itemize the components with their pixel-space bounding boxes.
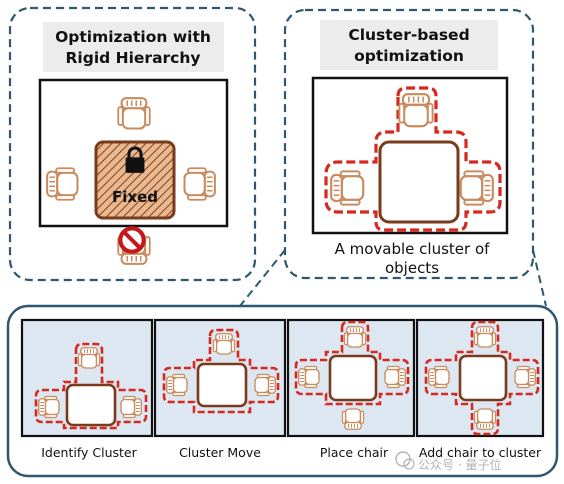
step-label-identify-cluster: Identify Cluster bbox=[41, 445, 137, 460]
table-icon bbox=[458, 354, 508, 402]
fixed-label: Fixed bbox=[112, 188, 158, 206]
right-panel-caption-line1: A movable cluster of bbox=[335, 240, 491, 258]
step-label-cluster-move: Cluster Move bbox=[179, 445, 261, 460]
chair-top bbox=[117, 97, 151, 130]
chair-icon bbox=[77, 347, 101, 369]
chair-icon bbox=[254, 373, 276, 397]
chair-icon bbox=[298, 365, 320, 389]
fixed-table bbox=[94, 140, 176, 220]
steps-panel: Identify Cluster Cluster Move Place chai… bbox=[6, 304, 559, 478]
chair-icon bbox=[120, 395, 142, 419]
chair-left bbox=[330, 170, 365, 206]
chair-icon bbox=[343, 326, 367, 348]
step-cluster-move bbox=[153, 318, 287, 438]
placed-chair-icon bbox=[341, 408, 365, 430]
table-icon bbox=[328, 354, 378, 402]
table-icon bbox=[196, 362, 248, 408]
movable-table bbox=[378, 140, 460, 224]
left-panel-title-line1: Optimization with bbox=[55, 28, 211, 46]
zoom-connector-right bbox=[532, 249, 547, 307]
added-chair-icon bbox=[473, 408, 497, 430]
watermark: 公众号 · 量子位 bbox=[395, 451, 501, 472]
right-panel-caption-line2: objects bbox=[385, 259, 439, 277]
chair-icon bbox=[473, 326, 497, 348]
cluster-outline bbox=[294, 320, 410, 406]
watermark-text: 公众号 · 量子位 bbox=[418, 457, 501, 472]
chair-left bbox=[46, 167, 79, 201]
zoom-connector-left bbox=[239, 249, 286, 307]
table-icon bbox=[65, 383, 117, 427]
step-label-add-chair-to-cluster: Add chair to cluster bbox=[419, 445, 542, 460]
cluster-outline bbox=[324, 86, 502, 232]
chair-right bbox=[183, 167, 216, 201]
rigid-hierarchy-panel: Optimization with Rigid Hierarchy Fixed bbox=[8, 6, 257, 282]
chair-icon bbox=[212, 333, 236, 355]
left-panel-title-line2: Rigid Hierarchy bbox=[65, 49, 200, 67]
step-label-place-chair: Place chair bbox=[320, 445, 389, 460]
chair-icon bbox=[166, 373, 188, 397]
right-panel-title-line1: Cluster-based bbox=[348, 26, 469, 44]
cluster-outline bbox=[424, 320, 540, 436]
cluster-outline bbox=[34, 342, 148, 430]
chair-icon bbox=[514, 365, 536, 389]
cluster-based-panel: Cluster-based optimization A movable clu… bbox=[283, 8, 535, 280]
cluster-outline bbox=[162, 328, 280, 414]
step-place-chair bbox=[286, 318, 416, 438]
forbidden-icon bbox=[120, 228, 143, 251]
chair-right bbox=[459, 170, 494, 206]
chair-icon bbox=[38, 395, 60, 419]
right-panel-title-line2: optimization bbox=[354, 47, 464, 65]
chair-icon bbox=[428, 365, 450, 389]
chair-top bbox=[398, 93, 434, 128]
chair-icon bbox=[384, 365, 406, 389]
step-add-chair-to-cluster bbox=[415, 318, 545, 438]
step-identify-cluster bbox=[20, 318, 154, 438]
